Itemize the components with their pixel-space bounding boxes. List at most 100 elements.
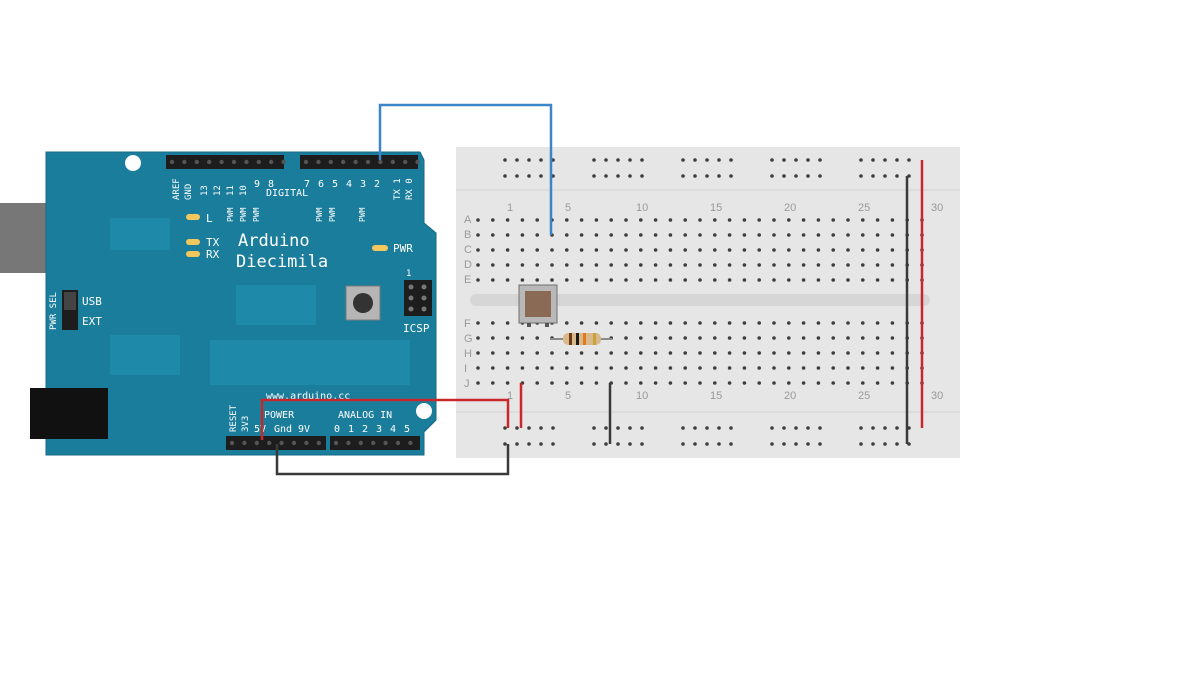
breadboard-hole <box>801 381 806 385</box>
breadboard-hole <box>713 218 717 222</box>
rail-hole <box>539 158 543 162</box>
led-l <box>186 214 200 220</box>
led-rx-label: RX <box>206 248 220 261</box>
website-label: www.arduino.cc <box>266 391 350 402</box>
breadboard-hole <box>476 351 480 355</box>
breadboard-hole <box>801 321 806 325</box>
icsp-header <box>404 280 432 316</box>
ext-label: EXT <box>82 315 102 328</box>
row-letter: C <box>464 244 472 256</box>
header-pin <box>291 440 297 446</box>
breadboard-hole <box>535 366 539 370</box>
rail-hole <box>515 174 519 178</box>
breadboard-hole <box>757 218 761 222</box>
header-pin <box>207 159 212 165</box>
rail-hole <box>895 426 899 430</box>
breadboard-hole <box>801 248 806 252</box>
breadboard-hole <box>505 263 510 267</box>
row-letter: F <box>464 318 471 330</box>
breadboard-hole <box>624 366 628 370</box>
breadboard-hole <box>846 218 850 222</box>
icsp-pin <box>421 306 427 312</box>
breadboard-hole <box>639 218 643 222</box>
header-pin <box>358 440 363 446</box>
header-pin <box>333 440 339 446</box>
breadboard-hole <box>816 351 821 355</box>
breadboard-hole <box>683 336 687 340</box>
breadboard-hole <box>698 263 702 267</box>
breadboard-hole <box>861 233 865 237</box>
breadboard-hole <box>476 233 480 237</box>
breadboard-hole <box>579 381 584 385</box>
led-l-label: L <box>206 212 213 225</box>
breadboard-hole <box>713 263 717 267</box>
icsp-pin <box>408 306 414 312</box>
column-number: 10 <box>636 390 648 402</box>
breadboard-hole <box>787 218 791 222</box>
reset-button-cap[interactable] <box>353 293 373 313</box>
breadboard-hole <box>594 278 599 282</box>
header-pin <box>267 440 272 446</box>
rail-hole <box>515 442 519 446</box>
rail-hole <box>871 174 875 178</box>
breadboard-hole <box>698 278 702 282</box>
breadboard-hole <box>757 366 761 370</box>
resistor-body <box>563 333 601 345</box>
breadboard-hole <box>565 263 569 267</box>
breadboard-hole <box>491 278 495 282</box>
column-number: 5 <box>565 390 571 402</box>
breadboard-hole <box>713 278 717 282</box>
rail-hole <box>539 174 543 178</box>
breadboard-hole <box>594 248 599 252</box>
breadboard-hole <box>890 351 895 355</box>
breadboard-hole <box>668 381 673 385</box>
mounting-hole <box>416 403 432 419</box>
wire-red-5v <box>260 398 510 440</box>
board-name-line2: Diecimila <box>236 252 328 272</box>
rail-hole <box>592 174 596 178</box>
breadboard-hole <box>816 248 821 252</box>
breadboard-hole <box>787 336 791 340</box>
breadboard-hole <box>890 218 895 222</box>
breadboard-hole <box>742 278 747 282</box>
breadboard-hole <box>831 321 835 325</box>
column-number: 20 <box>784 390 796 402</box>
breadboard-hole <box>565 218 569 222</box>
breadboard-hole <box>565 278 569 282</box>
power-pin-label: 5V <box>254 424 266 435</box>
power-jack <box>30 388 108 439</box>
breadboard-column-numbers-top: 1 5 10 15 20 25 30 <box>507 202 943 214</box>
header-pin <box>254 440 259 446</box>
breadboard-hole <box>476 248 480 252</box>
breadboard-hole <box>787 381 791 385</box>
digital-header-right <box>300 155 418 169</box>
breadboard-hole <box>579 366 584 370</box>
breadboard-hole <box>727 381 732 385</box>
breadboard-hole <box>713 233 717 237</box>
breadboard-hole <box>594 351 599 355</box>
rail-hole <box>883 174 887 178</box>
rail-hole <box>818 442 822 446</box>
breadboard-hole <box>846 381 850 385</box>
rail-hole <box>503 158 507 162</box>
breadboard-hole <box>579 218 584 222</box>
breadboard-hole <box>846 366 850 370</box>
breadboard-hole <box>505 233 510 237</box>
power-label: POWER <box>264 410 295 421</box>
rail-hole <box>616 174 620 178</box>
breadboard-hole <box>491 336 495 340</box>
breadboard-hole <box>668 366 673 370</box>
breadboard-hole <box>579 263 584 267</box>
breadboard-hole <box>801 233 806 237</box>
breadboard-hole <box>787 351 791 355</box>
row-letter: I <box>464 363 467 375</box>
breadboard-hole <box>520 336 525 340</box>
header-pin <box>229 440 235 446</box>
rail-hole <box>604 442 608 446</box>
breadboard-hole <box>772 366 776 370</box>
breadboard-hole <box>890 336 895 340</box>
breadboard-hole <box>550 263 554 267</box>
header-pin <box>390 159 395 165</box>
resistor-band <box>593 333 596 345</box>
header-pin <box>408 440 413 446</box>
